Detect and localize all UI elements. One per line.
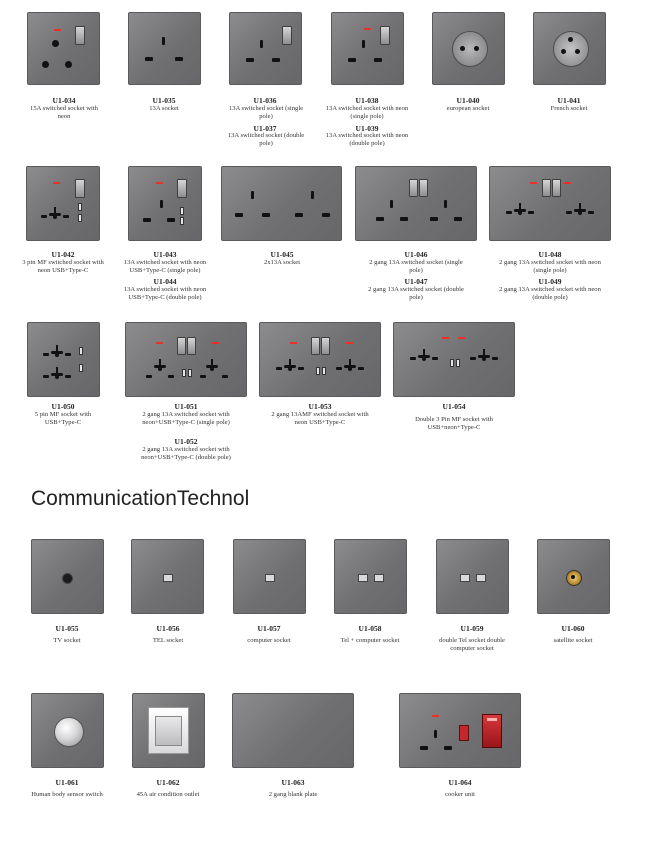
product-code-variant: U1-052 — [174, 437, 198, 446]
product-description: 13A switched socket (single pole) — [228, 105, 304, 121]
product-description: 2 gang blank plate — [268, 791, 318, 798]
product-code: U1-036 — [253, 96, 277, 105]
product-description: 13A switched socket with neon USB+Type-C… — [123, 259, 207, 275]
socket-plate-image — [489, 166, 611, 241]
product-description: TEL socket — [152, 637, 184, 644]
product-code: U1-064 — [448, 778, 472, 787]
product-description: european socket — [446, 105, 490, 112]
product-description: 3 pin MF switched socket with neon USB+T… — [22, 259, 104, 275]
socket-plate-image — [436, 539, 509, 614]
socket-plate-image — [27, 322, 100, 397]
socket-plate-image — [125, 322, 247, 397]
product-description-variant: 2 gang 13A switched socket with neon+USB… — [141, 446, 231, 462]
product-code: U1-046 — [404, 250, 428, 259]
product-code: U1-043 — [153, 250, 177, 259]
product-code: U1-059 — [460, 624, 484, 633]
product-description: 15A switched socket with neon — [30, 105, 98, 121]
product-description: 2 gang 13AMF switched socket with neon U… — [271, 411, 369, 427]
socket-plate-image — [399, 693, 521, 768]
product-description-variant: 13A switched socket with neon USB+Type-C… — [123, 286, 207, 302]
product-description: 13A socket — [149, 105, 179, 112]
product-code: U1-058 — [358, 624, 382, 633]
product-code-variant: U1-037 — [253, 124, 277, 133]
socket-plate-image — [27, 12, 100, 85]
socket-plate-image — [334, 539, 407, 614]
product-code: U1-061 — [55, 778, 79, 787]
product-code: U1-040 — [456, 96, 480, 105]
socket-plate-image — [31, 539, 104, 614]
product-code: U1-057 — [257, 624, 281, 633]
product-code: U1-053 — [308, 402, 332, 411]
product-code: U1-034 — [52, 96, 76, 105]
product-description: double Tel socket double computer socket — [439, 637, 505, 653]
product-code: U1-054 — [442, 402, 466, 411]
product-code: U1-038 — [355, 96, 379, 105]
product-code: U1-045 — [270, 250, 294, 259]
product-description-variant: 2 gang 13A switched socket with neon (do… — [499, 286, 601, 302]
product-description: 2 gang 13A switched socket with neon+USB… — [142, 411, 230, 427]
product-code: U1-063 — [281, 778, 305, 787]
product-description: 2x13A socket — [263, 259, 301, 266]
product-description: 5 pin MF socket with USB+Type-C — [34, 411, 92, 427]
socket-plate-image — [259, 322, 381, 397]
socket-plate-image — [31, 693, 104, 768]
product-description: cooker unit — [445, 791, 475, 798]
product-description: Tel + computer socket — [340, 637, 400, 644]
product-description: 45A air condition outlet — [136, 791, 200, 798]
product-code: U1-055 — [55, 624, 79, 633]
product-description: TV socket — [53, 637, 81, 644]
socket-plate-image — [221, 166, 342, 241]
socket-plate-image — [393, 322, 515, 397]
socket-plate-image — [533, 12, 606, 85]
socket-plate-image — [432, 12, 505, 85]
product-description-variant: 13A switched socket with neon (double po… — [325, 132, 409, 148]
socket-plate-image — [232, 693, 354, 768]
product-code: U1-035 — [152, 96, 176, 105]
product-description-variant: 13A switched socket (double pole) — [227, 132, 305, 148]
product-code-variant: U1-039 — [355, 124, 379, 133]
product-code: U1-050 — [51, 402, 75, 411]
product-code: U1-051 — [174, 402, 198, 411]
socket-plate-image — [233, 539, 306, 614]
product-code: U1-048 — [538, 250, 562, 259]
product-code-variant: U1-049 — [538, 277, 562, 286]
product-code-variant: U1-044 — [153, 277, 177, 286]
socket-plate-image — [229, 12, 302, 85]
section-title: CommunicationTechnol — [31, 487, 250, 510]
product-code: U1-042 — [51, 250, 75, 259]
product-description: French socket — [550, 105, 588, 112]
socket-plate-image — [132, 693, 205, 768]
product-code: U1-060 — [561, 624, 585, 633]
product-description-variant: 2 gang 13A switched socket (double pole) — [368, 286, 464, 302]
socket-plate-image — [128, 166, 202, 241]
product-description: 2 gang 13A switched socket (single pole) — [369, 259, 463, 275]
socket-plate-image — [128, 12, 201, 85]
socket-plate-image — [331, 12, 404, 85]
product-description: 13A switched socket with neon (single po… — [325, 105, 409, 121]
socket-plate-image — [131, 539, 204, 614]
product-code-variant: U1-047 — [404, 277, 428, 286]
socket-plate-image — [26, 166, 100, 241]
product-description: satellite socket — [553, 637, 593, 644]
product-description: computer socket — [247, 637, 291, 644]
socket-plate-image — [355, 166, 477, 241]
product-code: U1-056 — [156, 624, 180, 633]
socket-plate-image — [537, 539, 610, 614]
product-code: U1-062 — [156, 778, 180, 787]
product-code: U1-041 — [557, 96, 581, 105]
product-description: Human body sensor switch — [31, 791, 103, 798]
product-description: 2 gang 13A switched socket with neon (si… — [499, 259, 601, 275]
product-description: Double 3 Pin MF socket with USB+neon+Typ… — [415, 416, 493, 432]
